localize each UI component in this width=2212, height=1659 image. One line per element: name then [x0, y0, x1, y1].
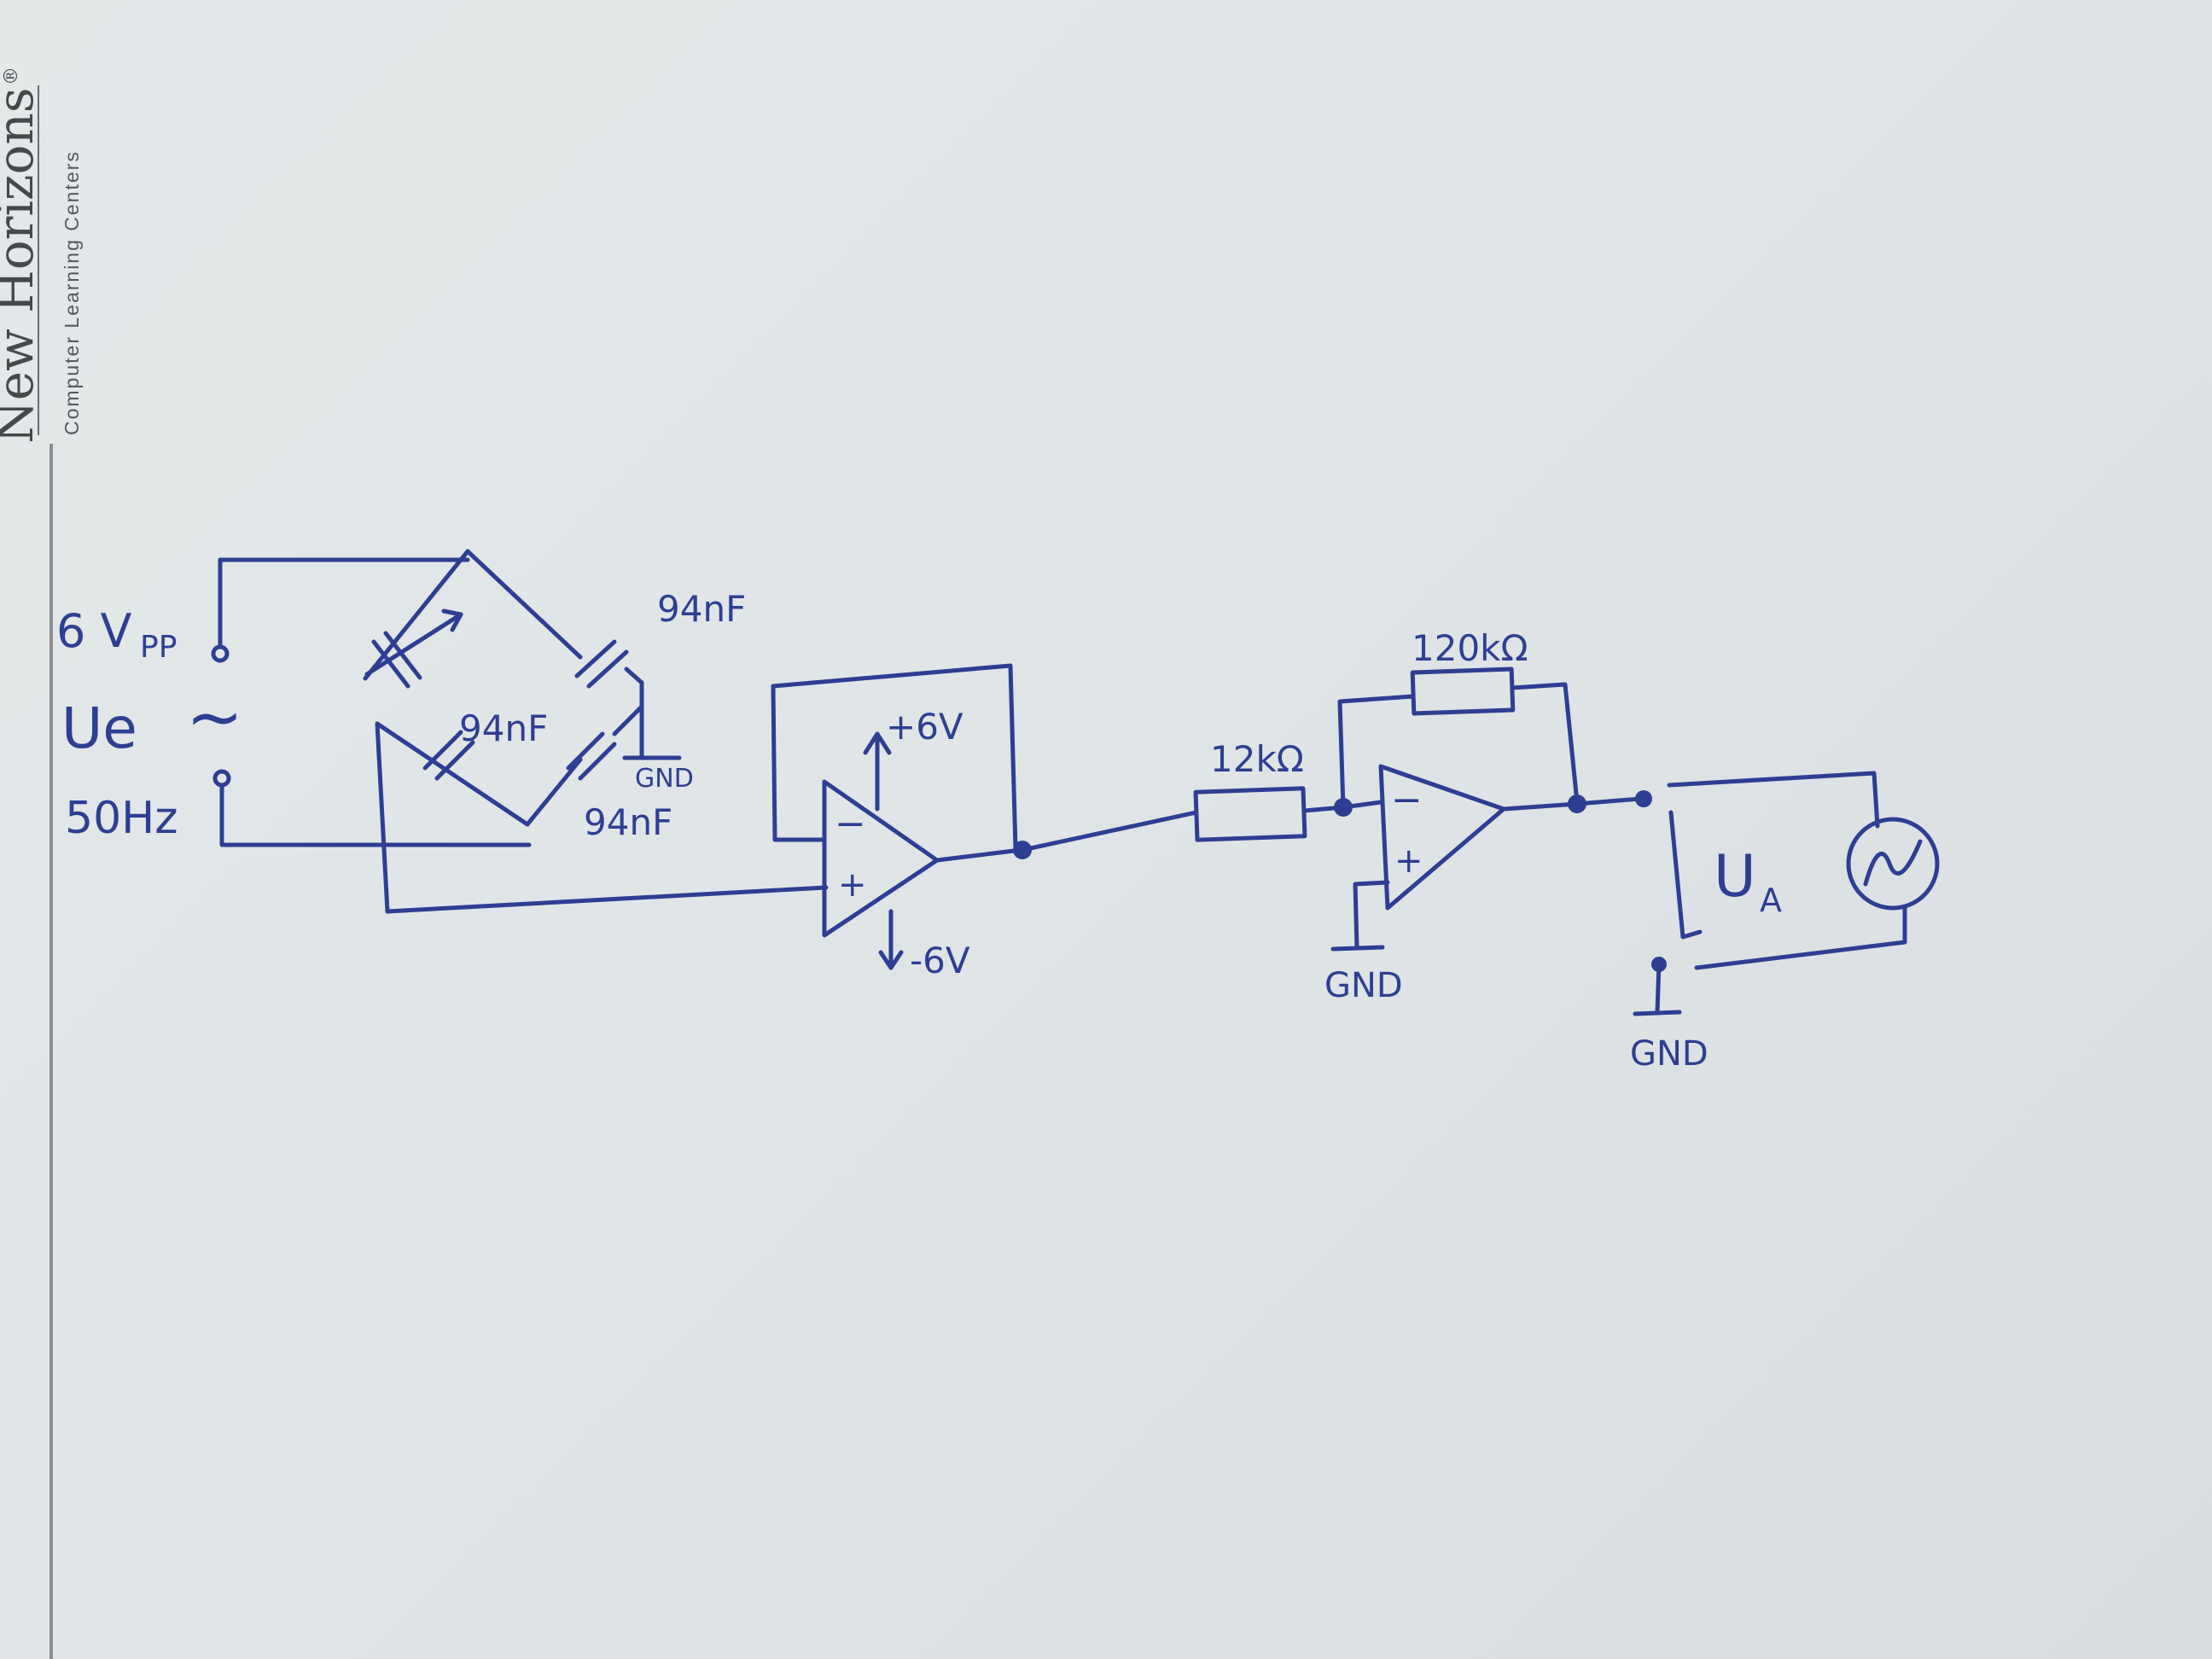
wire-to-scope-top [1667, 771, 1880, 829]
resistor-120k [1410, 667, 1516, 716]
opamp-buffer: − + +6V -6V [771, 663, 1199, 981]
output-gnd-label: GND [1630, 1034, 1708, 1074]
wire-opamp1-feedback [771, 663, 1018, 851]
feedback-resistor-label: 120kΩ [1412, 627, 1528, 669]
oscilloscope-wave [1863, 839, 1923, 887]
wire-node-to-inv [1341, 800, 1383, 810]
output-label-sub: A [1760, 882, 1782, 919]
cap-top-right-label: 94nF [657, 588, 746, 630]
wire-bridge-topright [465, 549, 583, 660]
bridge-gnd-label: GND [635, 764, 694, 794]
input-resistor-label: 12kΩ [1210, 738, 1304, 780]
wire-bridge-to-opamp1 [385, 885, 829, 914]
wire-bridge-topleft [363, 549, 470, 681]
cap-bottom-right-label: 94nF [584, 801, 672, 843]
wire-to-output-terminal [1575, 796, 1643, 806]
source-name: Ue [61, 696, 137, 761]
opamp-inverting: 12kΩ − + 120kΩ GND [1193, 627, 1652, 1005]
source-frequency: 50Hz [65, 793, 178, 844]
capacitor-94nf-top [574, 639, 629, 689]
output-label: U [1714, 843, 1756, 911]
capacitor-94nf-mid [422, 730, 475, 781]
wire-opamp1-output [934, 847, 1023, 863]
output-terminal [1635, 790, 1652, 807]
opamp1-noninv-sign: + [838, 865, 867, 905]
wire-source-bottom [219, 783, 532, 847]
wire-opamp2-gnd [1353, 880, 1390, 950]
gnd-bar-opamp2 [1330, 945, 1385, 952]
wire-bridge-bottomright [525, 757, 583, 827]
wire-bridge-left [375, 721, 390, 914]
source-amplitude: 6 V [56, 604, 132, 658]
source-wave-symbol: ~ [186, 678, 243, 757]
wire-bridge-topright-2 [624, 667, 644, 685]
output-gnd-terminal [1651, 957, 1667, 972]
wire-bridge-middle [375, 721, 530, 827]
capacitor-94nf-bottom [566, 731, 617, 781]
brand-logo: New Horizons ® Computer Learning Centers [0, 67, 83, 1659]
opamp1-plus-supply: +6V [886, 706, 963, 748]
brand-tagline: Computer Learning Centers [61, 150, 83, 435]
output-stage: GND U A [1630, 771, 1940, 1074]
opamp2-triangle [1378, 764, 1506, 911]
opamp1-minus-supply: -6V [910, 940, 970, 981]
wire-to-scope-bottom [1694, 905, 1907, 970]
wire-to-12k [1020, 810, 1199, 853]
opamp2-noninv-sign: + [1394, 841, 1423, 881]
arrow-minus-supply [878, 950, 904, 970]
output-probe-top [1668, 810, 1703, 940]
opamp1-triangle [822, 779, 940, 938]
wire-feedback-right [1510, 682, 1580, 805]
oscilloscope-icon [1846, 817, 1940, 911]
resistor-12k [1193, 786, 1307, 842]
arrow-plus-supply [863, 731, 892, 755]
wire-opamp2-output [1501, 801, 1580, 812]
cap-left-mid-label: 94nF [459, 707, 548, 749]
capacitor-bridge: 94nF 94nF GND 94nF [363, 549, 829, 914]
opamp2-inv-sign: − [1391, 778, 1423, 822]
brand-registered: ® [1, 67, 22, 85]
source-amplitude-sub: PP [140, 630, 177, 665]
wire-source-top [218, 557, 470, 649]
wire-feedback-left [1337, 694, 1416, 810]
opamp1-inv-sign: − [835, 802, 866, 846]
ac-source: 6 V PP Ue ~ 50Hz [56, 557, 532, 847]
opamp2-gnd-label: GND [1324, 966, 1403, 1005]
wire-bridge-bottomright-2 [612, 704, 644, 736]
variable-capacitor [364, 608, 463, 689]
gnd-bar-output [1633, 1010, 1682, 1016]
brand-name: New Horizons [0, 87, 44, 444]
